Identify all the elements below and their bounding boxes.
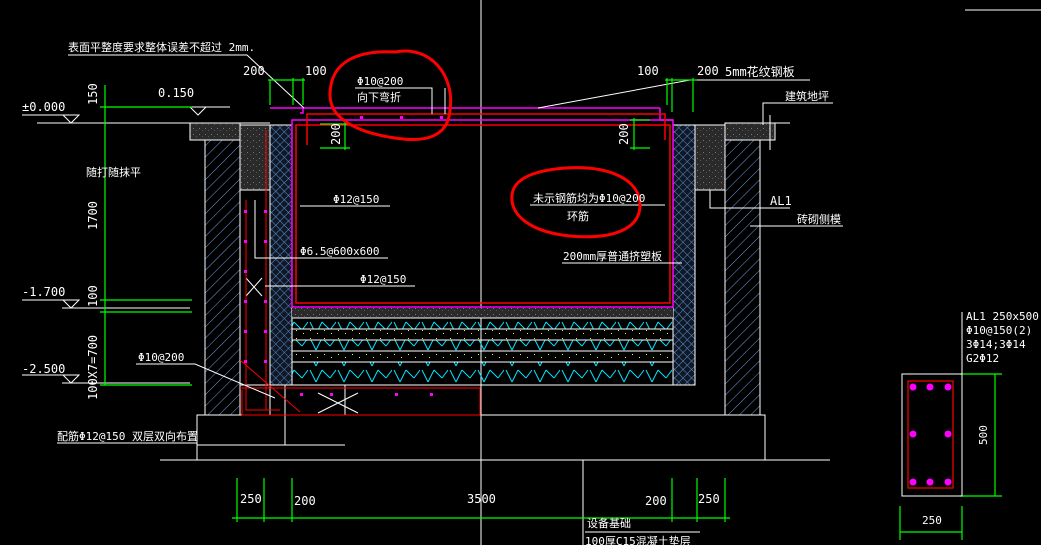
equipment-base-label: 设备基础 bbox=[587, 516, 631, 530]
beam-section-detail bbox=[901, 312, 963, 497]
top-rebar-label: Φ10@200 bbox=[357, 75, 403, 88]
dim-v-700: 100X7=700 bbox=[86, 335, 100, 400]
left-brick-wall bbox=[204, 139, 241, 416]
base-rebar-label: 配筋Φ12@150 双层双向布置 bbox=[57, 429, 198, 443]
right-concrete-beam bbox=[694, 124, 726, 191]
steel-plate-label: 5mm花纹钢板 bbox=[725, 64, 795, 79]
section-line-1: AL1 250x500 bbox=[966, 310, 1039, 323]
dim-bottom-200-right: 200 bbox=[645, 494, 667, 508]
section-height: 500 bbox=[977, 425, 990, 445]
section-line-4: G2Φ12 bbox=[966, 352, 999, 365]
level-ground: ±0.000 bbox=[22, 100, 65, 114]
rebar-label-3: Φ12@150 bbox=[360, 273, 406, 286]
dim-bottom-250-right: 250 bbox=[698, 492, 720, 506]
dim-slab-right: 200 bbox=[617, 123, 631, 145]
cushion-label: 100厚C15混凝土垫层 bbox=[585, 534, 691, 545]
dim-v-150: 150 bbox=[86, 83, 100, 105]
dim-bottom-200-left: 200 bbox=[294, 494, 316, 508]
level-bottom: -2.500 bbox=[22, 362, 65, 376]
level-top: 0.150 bbox=[158, 86, 194, 100]
level-mid: -1.700 bbox=[22, 285, 65, 299]
dim-slab-left: 200 bbox=[329, 123, 343, 145]
markup-circle-1 bbox=[328, 49, 453, 142]
base-layers bbox=[291, 308, 674, 386]
dim-v-100: 100 bbox=[86, 285, 100, 307]
ground-lines bbox=[22, 106, 790, 384]
markup-circle-2 bbox=[510, 166, 642, 239]
section-width: 250 bbox=[922, 514, 942, 527]
right-brick-wall bbox=[724, 139, 761, 416]
default-rebar-sub: 环筋 bbox=[567, 209, 589, 223]
rebar-label-2: Φ6.5@600x600 bbox=[300, 245, 379, 258]
dim-top-right-a: 100 bbox=[637, 64, 659, 78]
top-rebar-sub: 向下弯折 bbox=[357, 90, 401, 104]
brick-form-label: 砖砌侧模 bbox=[797, 212, 841, 226]
section-line-2: Φ10@150(2) bbox=[966, 324, 1032, 337]
section-line-3: 3Φ14;3Φ14 bbox=[966, 338, 1026, 351]
dim-bottom-250-left: 250 bbox=[240, 492, 262, 506]
dim-top-left-b: 100 bbox=[305, 64, 327, 78]
building-floor-label: 建筑地坪 bbox=[785, 89, 829, 103]
dim-bottom-3500: 3500 bbox=[467, 492, 496, 506]
pit-outline bbox=[291, 119, 674, 308]
rebar-label-1: Φ12@150 bbox=[333, 193, 379, 206]
right-xps-board bbox=[672, 124, 696, 386]
rebar-label-4: Φ10@200 bbox=[138, 351, 184, 364]
left-xps-board bbox=[269, 124, 293, 386]
default-rebar-label: 未示钢筋均为Φ10@200 bbox=[533, 191, 645, 205]
xps-board-label: 200mm厚普通挤塑板 bbox=[563, 249, 662, 263]
top-rebar bbox=[306, 113, 666, 145]
dim-top-right-b: 200 bbox=[697, 64, 719, 78]
pit-rebar bbox=[295, 124, 671, 304]
dim-v-1700: 1700 bbox=[86, 201, 100, 230]
dimension-lines bbox=[100, 78, 1002, 540]
dim-top-left-a: 200 bbox=[243, 64, 265, 78]
trowel-label: 随打随抹平 bbox=[86, 165, 141, 179]
surface-note: 表面平整度要求整体误差不超过 2mm. bbox=[68, 40, 255, 54]
beam-tag: AL1 bbox=[770, 194, 792, 208]
